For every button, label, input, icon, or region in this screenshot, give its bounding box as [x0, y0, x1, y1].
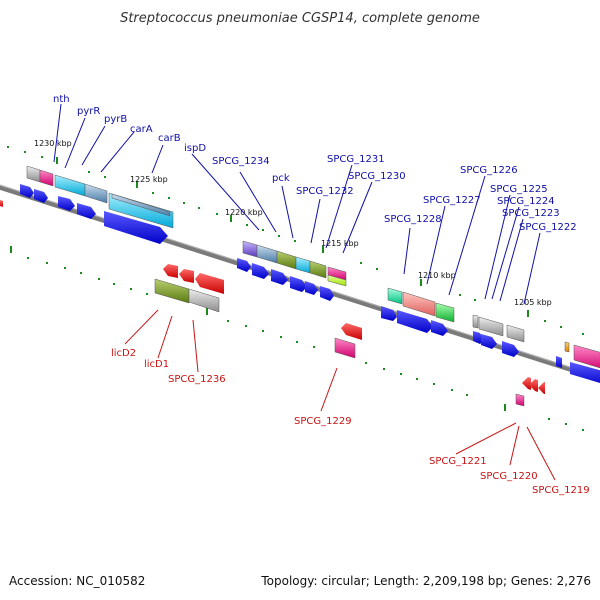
gene-label-spcg-1220: SPCG_1220 [480, 471, 538, 482]
gene-cluster-1230 [26, 165, 174, 229]
gene-cluster-1220 [242, 240, 347, 287]
tick-marks [7, 146, 584, 431]
forward-gene-labels: nth pyrR pyrB carA carB ispD SPCG_1234 p… [53, 94, 577, 233]
gene-label-spcg-1232: SPCG_1232 [296, 186, 354, 197]
gene-label-spcg-1234: SPCG_1234 [212, 156, 270, 167]
gene-label-spcg-1224: SPCG_1224 [497, 196, 555, 207]
gene-label-spcg-1219: SPCG_1219 [532, 485, 590, 496]
outer-tick-row [7, 146, 584, 335]
gene-label-spcg-1227: SPCG_1227 [423, 195, 481, 206]
gene-label-ispD: ispD [184, 143, 206, 154]
gene-label-spcg-1236: SPCG_1236 [168, 374, 226, 385]
outer-kbp-ticks [56, 157, 529, 317]
gene-label-spcg-1223: SPCG_1223 [502, 208, 560, 219]
gene-label-spcg-1228: SPCG_1228 [384, 214, 442, 225]
forward-arrows-1210 [381, 306, 600, 383]
kbp-label: 1210 kbp [418, 271, 456, 280]
reverse-genes [154, 278, 525, 407]
gene-label-licD2: licD2 [111, 348, 136, 359]
gene-label-pyrB: pyrB [104, 114, 127, 125]
forward-leader-lines [53, 103, 541, 305]
map-title: Streptococcus pneumoniae CGSP14, complet… [120, 11, 480, 26]
gene-label-spcg-1230: SPCG_1230 [348, 171, 406, 182]
gene-label-carB: carB [158, 133, 181, 144]
gene-features [0, 165, 600, 407]
kbp-label: 1230 kbp [34, 139, 72, 148]
gene-label-pyrR: pyrR [77, 106, 100, 117]
accession-text: Accession: NC_010582 [9, 574, 145, 588]
kbp-label: 1205 kbp [514, 298, 552, 307]
reverse-arrows [163, 264, 545, 394]
forward-arrows-1230 [20, 184, 168, 244]
reverse-leader-lines [124, 309, 556, 481]
gene-label-licD1: licD1 [144, 359, 169, 370]
reverse-gene-labels: licD2 licD1 SPCG_1236 SPCG_1229 SPCG_122… [111, 348, 590, 496]
gene-label-carA: carA [130, 124, 153, 135]
edge-genes [0, 200, 600, 369]
forward-arrows-1220 [237, 258, 334, 301]
inner-tick-row [10, 246, 584, 431]
gene-label-spcg-1225: SPCG_1225 [490, 184, 548, 195]
topology-text: Topology: circular; Length: 2,209,198 bp… [260, 574, 591, 588]
gene-label-pck: pck [272, 173, 290, 184]
gene-label-spcg-1229: SPCG_1229 [294, 416, 352, 427]
gene-cluster-1210 [387, 287, 525, 343]
gene-label-spcg-1231: SPCG_1231 [327, 154, 385, 165]
gene-label-spcg-1222: SPCG_1222 [519, 222, 577, 233]
gene-label-spcg-1221: SPCG_1221 [429, 456, 487, 467]
gene-label-nth: nth [53, 94, 70, 105]
kbp-label: 1225 kbp [130, 175, 168, 184]
gene-label-spcg-1226: SPCG_1226 [460, 165, 518, 176]
kbp-label: 1215 kbp [321, 239, 359, 248]
